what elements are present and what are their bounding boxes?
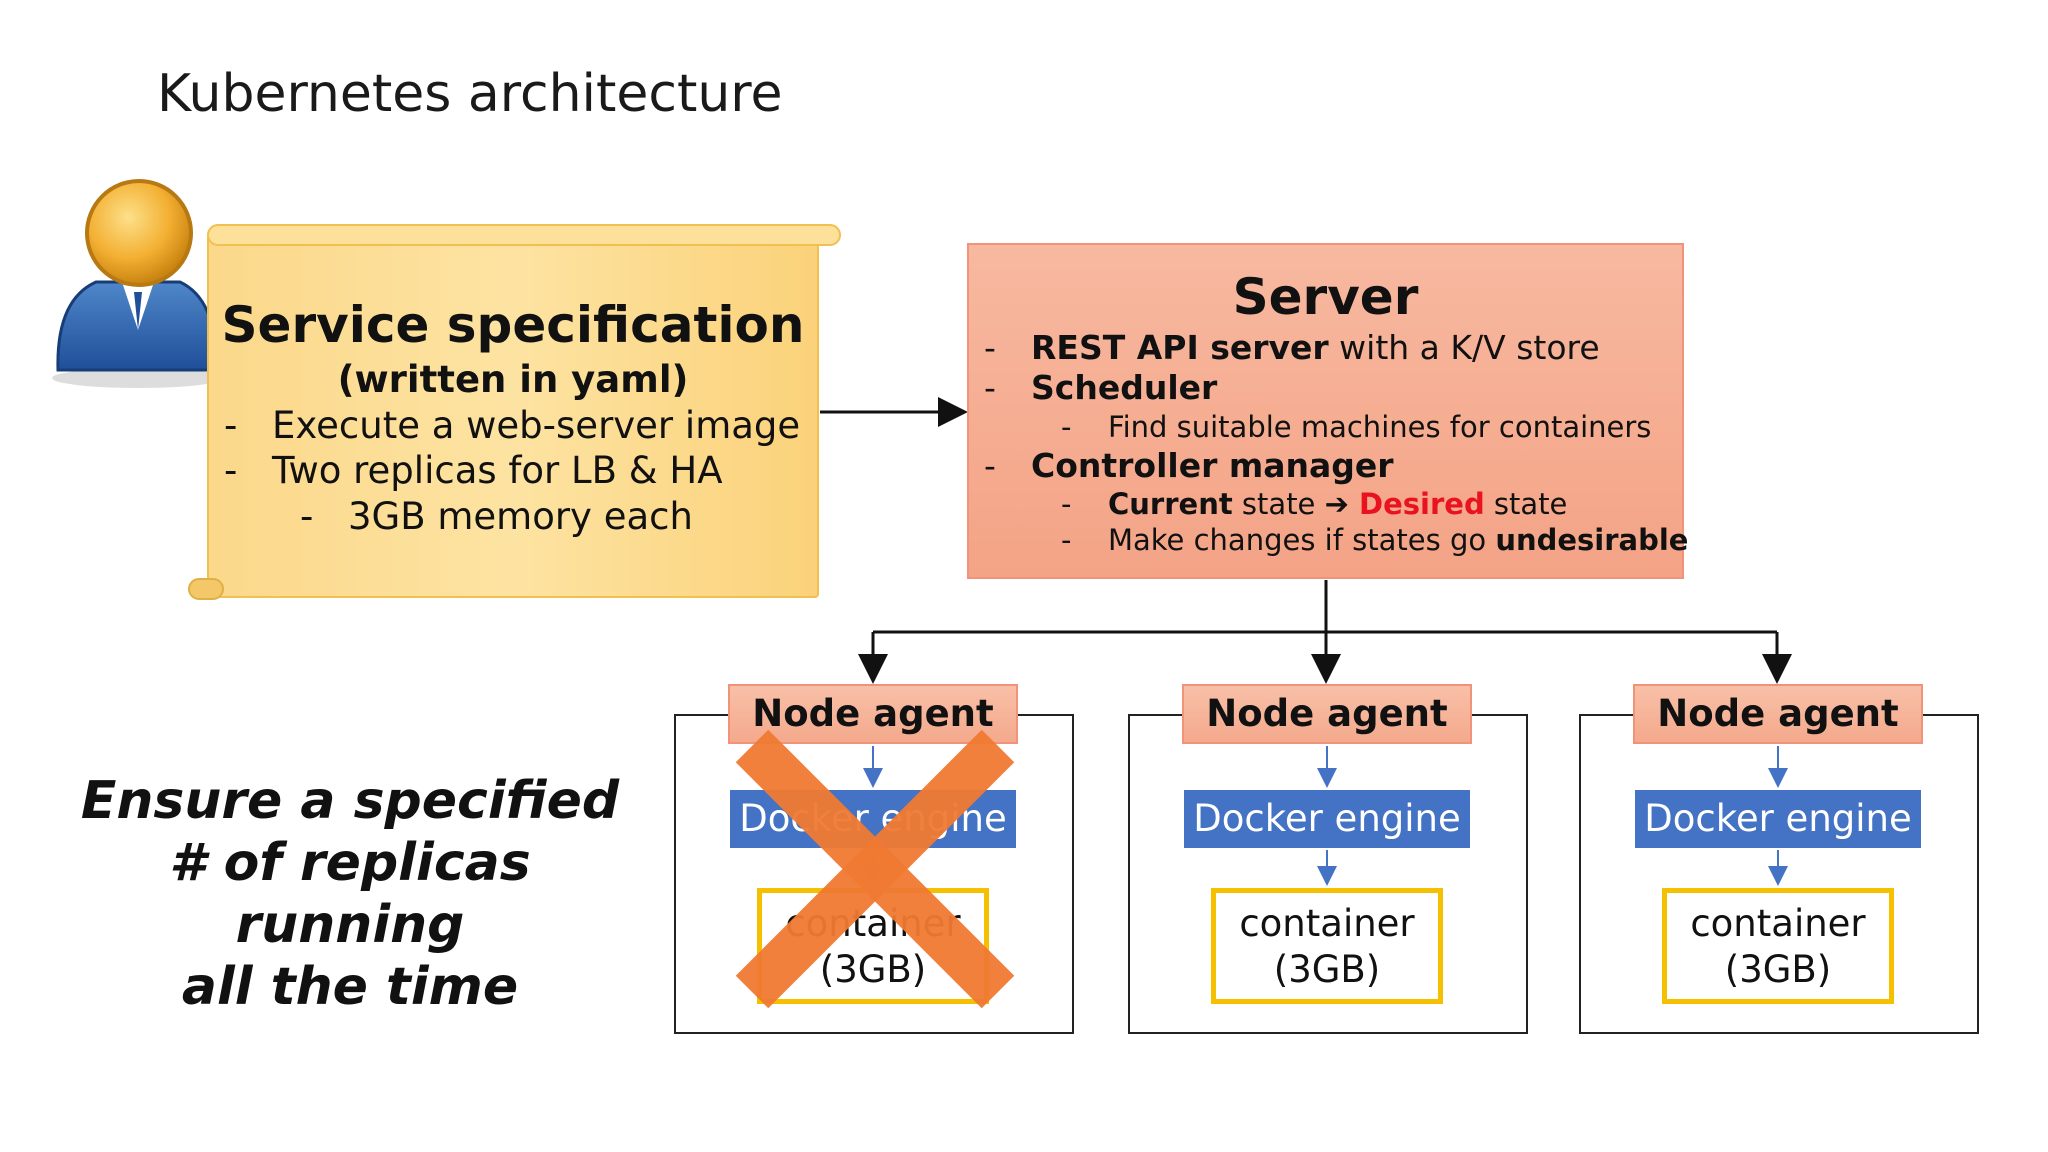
server-item-controller: Controller manager [1031,446,1394,485]
spec-line-2: Two replicas for LB & HA [272,449,723,492]
spec-line-1: Execute a web-server image [272,404,801,447]
spec-dash: - [224,449,238,492]
undesirable-label: undesirable [1495,523,1689,557]
page-title: Kubernetes architecture [157,64,783,124]
ensure-replicas-text: Ensure a specified # of replicas running… [80,770,620,1018]
spec-dash: - [224,404,238,447]
server-subitem-changes: Make changes if states go undesirable [1108,523,1688,557]
state-text: state [1484,487,1568,521]
container-size: (3GB) [1724,948,1832,991]
docker-engine-3: Docker engine [1635,790,1921,848]
changes-text: Make changes if states go [1108,523,1496,557]
container-label: container [1690,902,1866,945]
server-item-rest: with a K/V store [1328,328,1600,367]
container-3: container (3GB) [1662,888,1894,1004]
server-subitem-state: Current state ➔ Desired state [1108,487,1567,521]
node-agent-1: Node agent [728,684,1018,744]
server-dash: - [984,446,996,485]
server-item-rest-api: REST API server with a K/V store [1031,328,1600,367]
server-subitem-find-machines: Find suitable machines for containers [1108,410,1652,444]
service-spec-scroll [207,234,819,598]
docker-engine-2: Docker engine [1184,790,1470,848]
user-avatar-icon [52,179,224,388]
container-size: (3GB) [1273,948,1381,991]
right-arrow-icon: ➔ [1324,487,1349,521]
scroll-roll-top [207,224,841,246]
container-size: (3GB) [819,948,927,991]
server-title: Server [1232,268,1419,326]
server-box [967,243,1684,579]
current-label: Current [1108,487,1233,521]
spec-title: Service specification [221,296,805,354]
server-dash: - [1061,410,1072,444]
server-item-scheduler: Scheduler [1031,368,1217,407]
spec-line-3: 3GB memory each [348,495,693,538]
spec-dash: - [300,495,314,538]
ensure-line-1: Ensure a specified [80,771,620,831]
desired-label: Desired [1348,487,1485,521]
server-dash: - [1061,487,1072,521]
server-dash: - [984,328,996,367]
ensure-line-2: # of replicas running [169,833,531,955]
container-label: container [1239,902,1415,945]
state-text: state [1232,487,1325,521]
spec-subtitle: (written in yaml) [337,358,689,401]
server-item-bold: Controller manager [1031,446,1394,485]
server-dash: - [984,368,996,407]
node-agent-3: Node agent [1633,684,1923,744]
node-agent-2: Node agent [1182,684,1472,744]
server-item-bold: REST API server [1031,328,1329,367]
server-item-bold: Scheduler [1031,368,1218,407]
ensure-line-3: all the time [181,957,519,1017]
cross-x-icon [735,729,1015,1009]
scroll-roll-bottom [188,578,224,600]
container-2: container (3GB) [1211,888,1443,1004]
server-dash: - [1061,523,1072,557]
